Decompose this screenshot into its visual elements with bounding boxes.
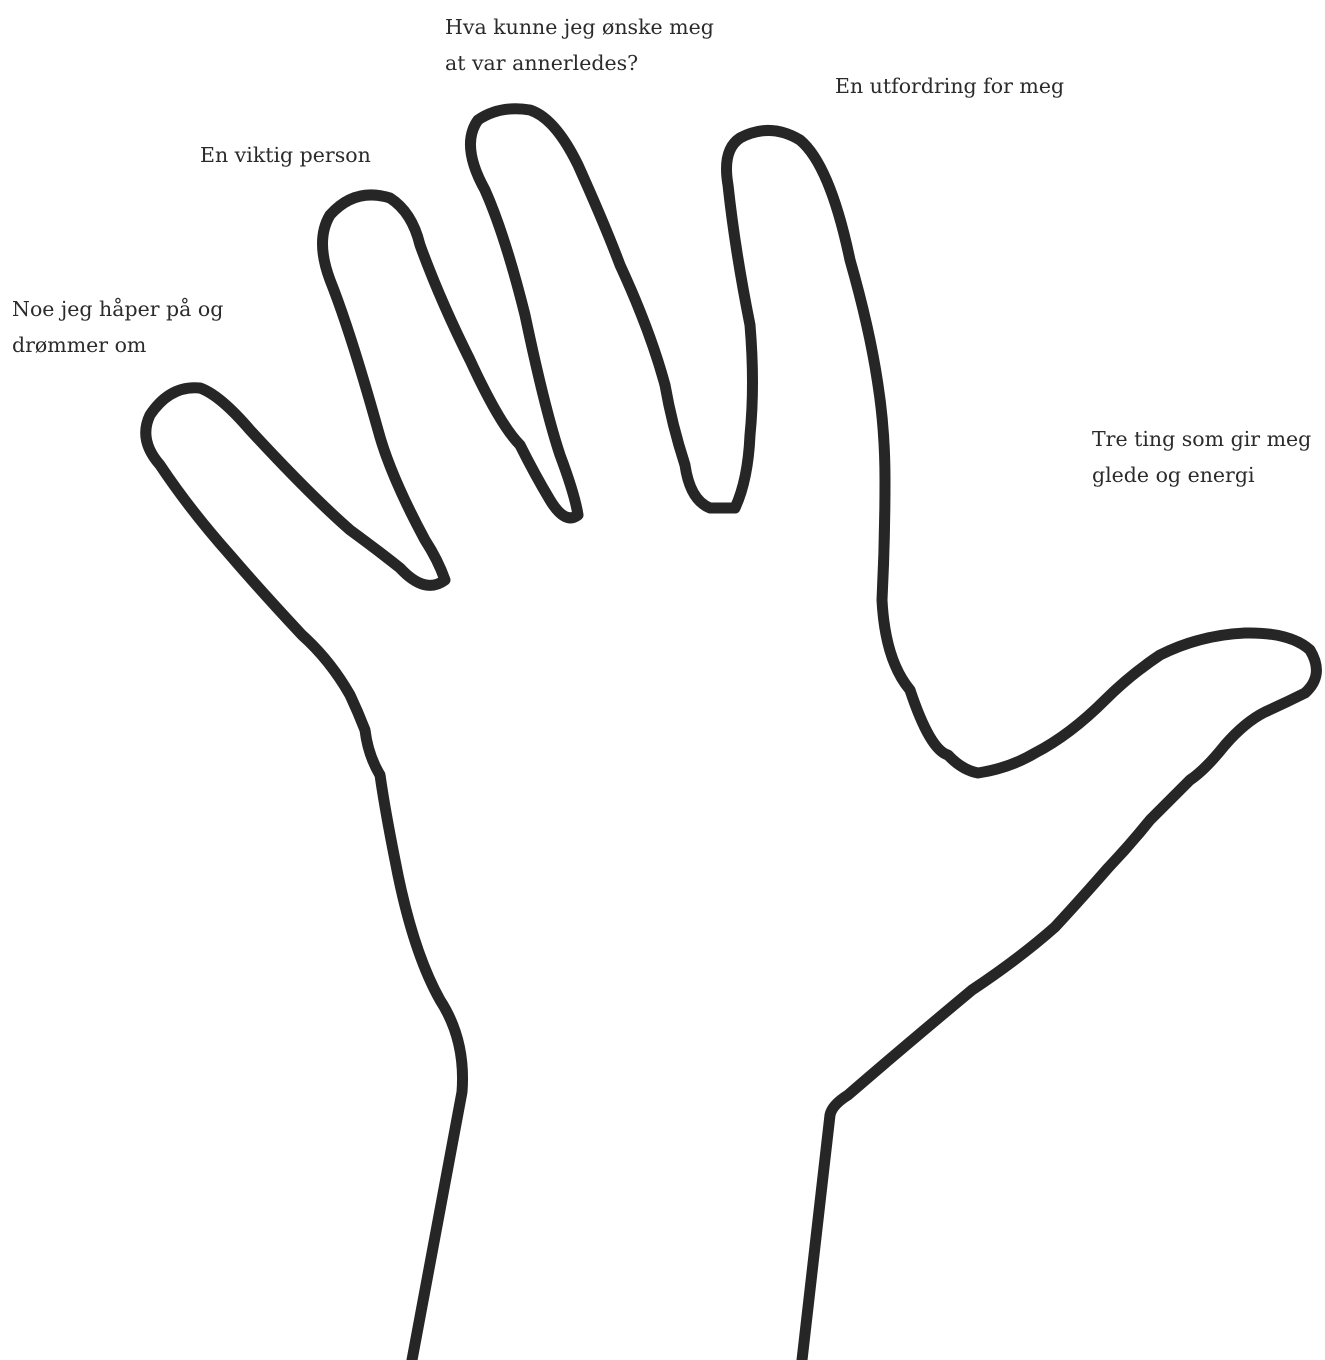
finger-label-joy-line2: glede og energi (1092, 457, 1311, 493)
finger-label-important-person: En viktig person (200, 137, 371, 173)
finger-label-joy-line1: Tre ting som gir meg (1092, 421, 1311, 457)
finger-label-person-line1: En viktig person (200, 137, 371, 173)
finger-label-wish-line2: at var annerledes? (445, 45, 714, 81)
finger-label-challenge: En utfordring for meg (835, 68, 1064, 104)
finger-label-joy-and-energy: Tre ting som gir meg glede og energi (1092, 421, 1311, 493)
finger-label-hope-line1: Noe jeg håper på og (12, 291, 223, 327)
hand-outline-path (146, 109, 1317, 1360)
finger-label-wish-different: Hva kunne jeg ønske meg at var annerlede… (445, 9, 714, 81)
finger-label-wish-line1: Hva kunne jeg ønske meg (445, 9, 714, 45)
finger-label-hope-and-dreams: Noe jeg håper på og drømmer om (12, 291, 223, 363)
finger-label-challenge-line1: En utfordring for meg (835, 68, 1064, 104)
finger-label-hope-line2: drømmer om (12, 327, 223, 363)
